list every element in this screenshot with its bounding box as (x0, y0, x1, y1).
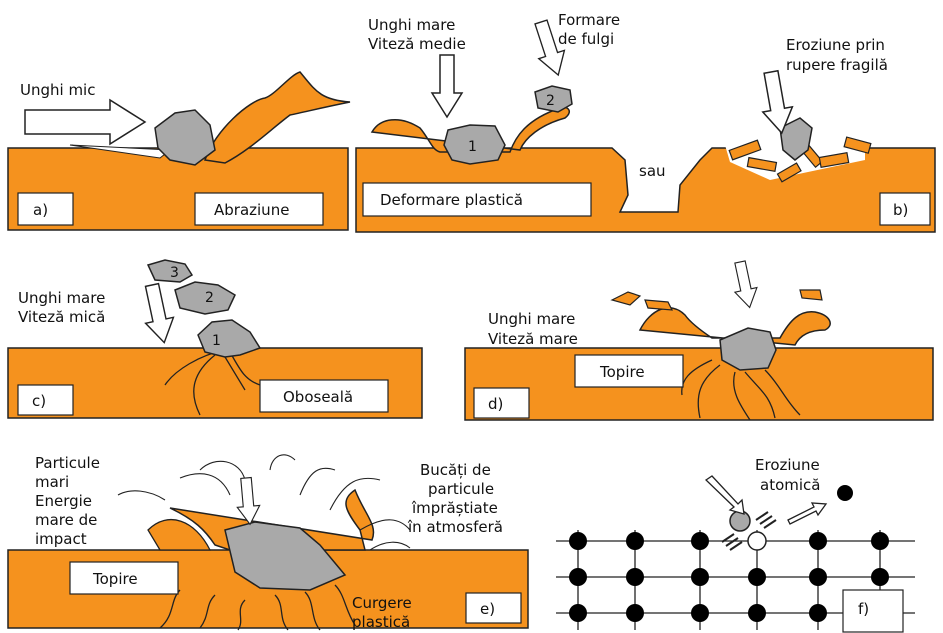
tag-d: d) (488, 395, 503, 413)
arrow-incoming-f (706, 476, 744, 514)
particle-3-c-num: 3 (170, 265, 179, 281)
label-viteza-medie: Viteză medie (368, 35, 466, 53)
label-unghi-mare-c: Unghi mare (18, 289, 105, 307)
label-eroziune-f: Eroziune (755, 456, 820, 474)
particle-2-c-num: 2 (205, 290, 214, 306)
tag-c: c) (32, 392, 46, 410)
panel-a: Unghi mic a) Abraziune (8, 72, 350, 230)
label-e-right-2: particule (428, 480, 494, 498)
particle-2-num: 2 (546, 93, 555, 109)
tag-b: b) (893, 201, 908, 219)
panel-e: Particule mari Energie mare de impact Bu… (8, 454, 528, 631)
arrow-ejection-f (788, 503, 826, 524)
arrow-medium-speed (432, 55, 462, 117)
label-curgere: Curgere (352, 594, 412, 612)
panel-b: 1 2 Unghi mare Viteză medie Formare de f… (356, 11, 935, 232)
arrow-low-speed (138, 282, 178, 346)
label-atomica: atomică (760, 476, 820, 494)
particle-1-num: 1 (468, 139, 477, 155)
label-de-fulgi: de fulgi (558, 30, 614, 48)
ejected-atom (837, 485, 853, 501)
label-e-left-3: Energie (35, 492, 92, 510)
label-formare: Formare (558, 11, 620, 29)
label-e-left-1: Particule (35, 454, 100, 472)
label-e-left-2: mari (35, 473, 69, 491)
arrow-high-speed (729, 260, 761, 310)
label-e-right-4: în atmosferă (407, 518, 503, 536)
label-unghi-mare-d: Unghi mare (488, 310, 575, 328)
label-sau: sau (639, 162, 666, 180)
label-unghi-mare-b: Unghi mare (368, 16, 455, 34)
label-eroziune-prin: Eroziune prin (786, 36, 885, 54)
tag-f: f) (858, 600, 869, 618)
title-topire-e: Topire (92, 570, 138, 588)
panel-f: Eroziune atomică f) (556, 456, 915, 632)
title-oboseala: Oboseală (283, 388, 353, 406)
label-e-left-5: impact (35, 530, 87, 548)
title-abraziune: Abraziune (214, 201, 289, 219)
panel-d: Unghi mare Viteză mare Topire d) (465, 260, 933, 420)
melt-droplets-d (612, 290, 822, 310)
arrow-impact-e (235, 477, 261, 525)
particle-1-c (198, 320, 260, 357)
incoming-particle-f (730, 511, 750, 531)
label-rupere-fragila: rupere fragilă (786, 56, 888, 74)
particle-d (720, 328, 776, 370)
label-e-right-1: Bucăți de (420, 461, 491, 479)
label-e-right-3: împrăștiate (411, 499, 498, 517)
shallow-angle-arrow (25, 100, 145, 144)
vacancy-site (748, 532, 766, 550)
particle-1-c-num: 1 (212, 333, 221, 349)
label-e-left-4: mare de (35, 511, 97, 529)
title-topire-d: Topire (599, 363, 645, 381)
label-viteza-mica: Viteză mică (18, 308, 105, 326)
label-viteza-mare: Viteză mare (488, 330, 578, 348)
label-plastica: plastică (352, 613, 410, 631)
title-deformare-plastica: Deformare plastică (380, 191, 523, 209)
label-unghi-mic: Unghi mic (20, 81, 95, 99)
panel-c: 1 2 3 Unghi mare Viteză mică c) Oboseală (8, 260, 422, 418)
tag-a: a) (33, 201, 48, 219)
tag-box-f (843, 590, 903, 632)
tag-e: e) (480, 600, 495, 618)
